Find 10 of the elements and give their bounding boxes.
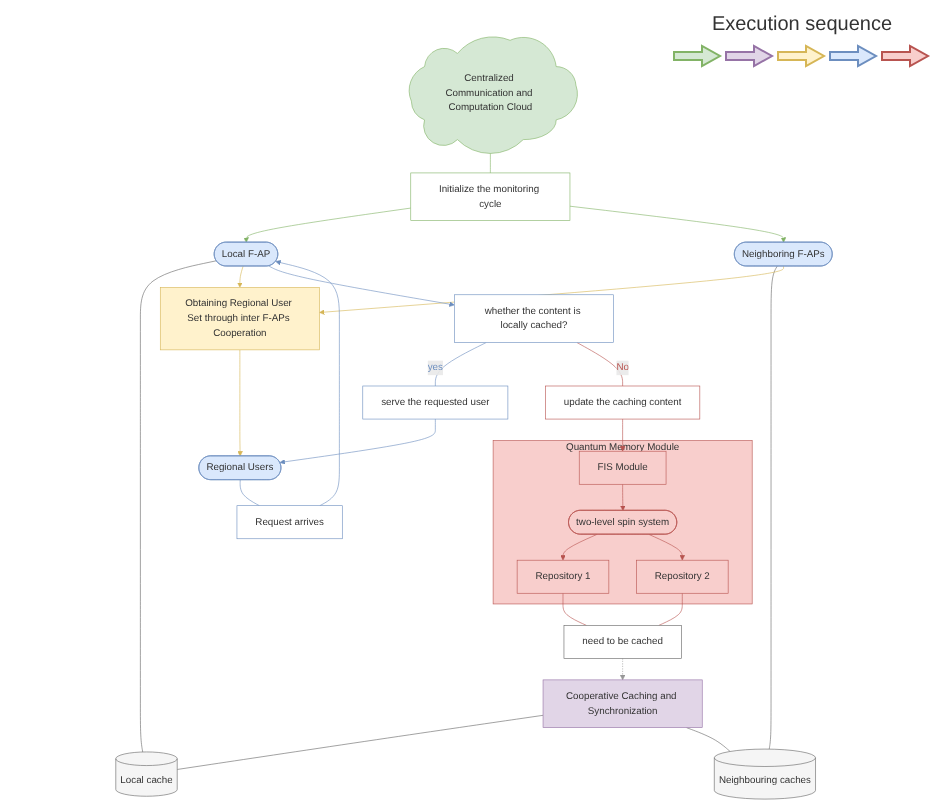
connector: [768, 266, 778, 750]
connector: [576, 342, 623, 387]
connector: [435, 342, 487, 387]
legend-title: Execution sequence: [711, 14, 893, 36]
connector: [140, 260, 217, 753]
connector: [176, 715, 544, 770]
connector: [562, 592, 587, 626]
connector: [658, 592, 683, 626]
connector: [239, 479, 260, 506]
connector: [686, 727, 731, 752]
